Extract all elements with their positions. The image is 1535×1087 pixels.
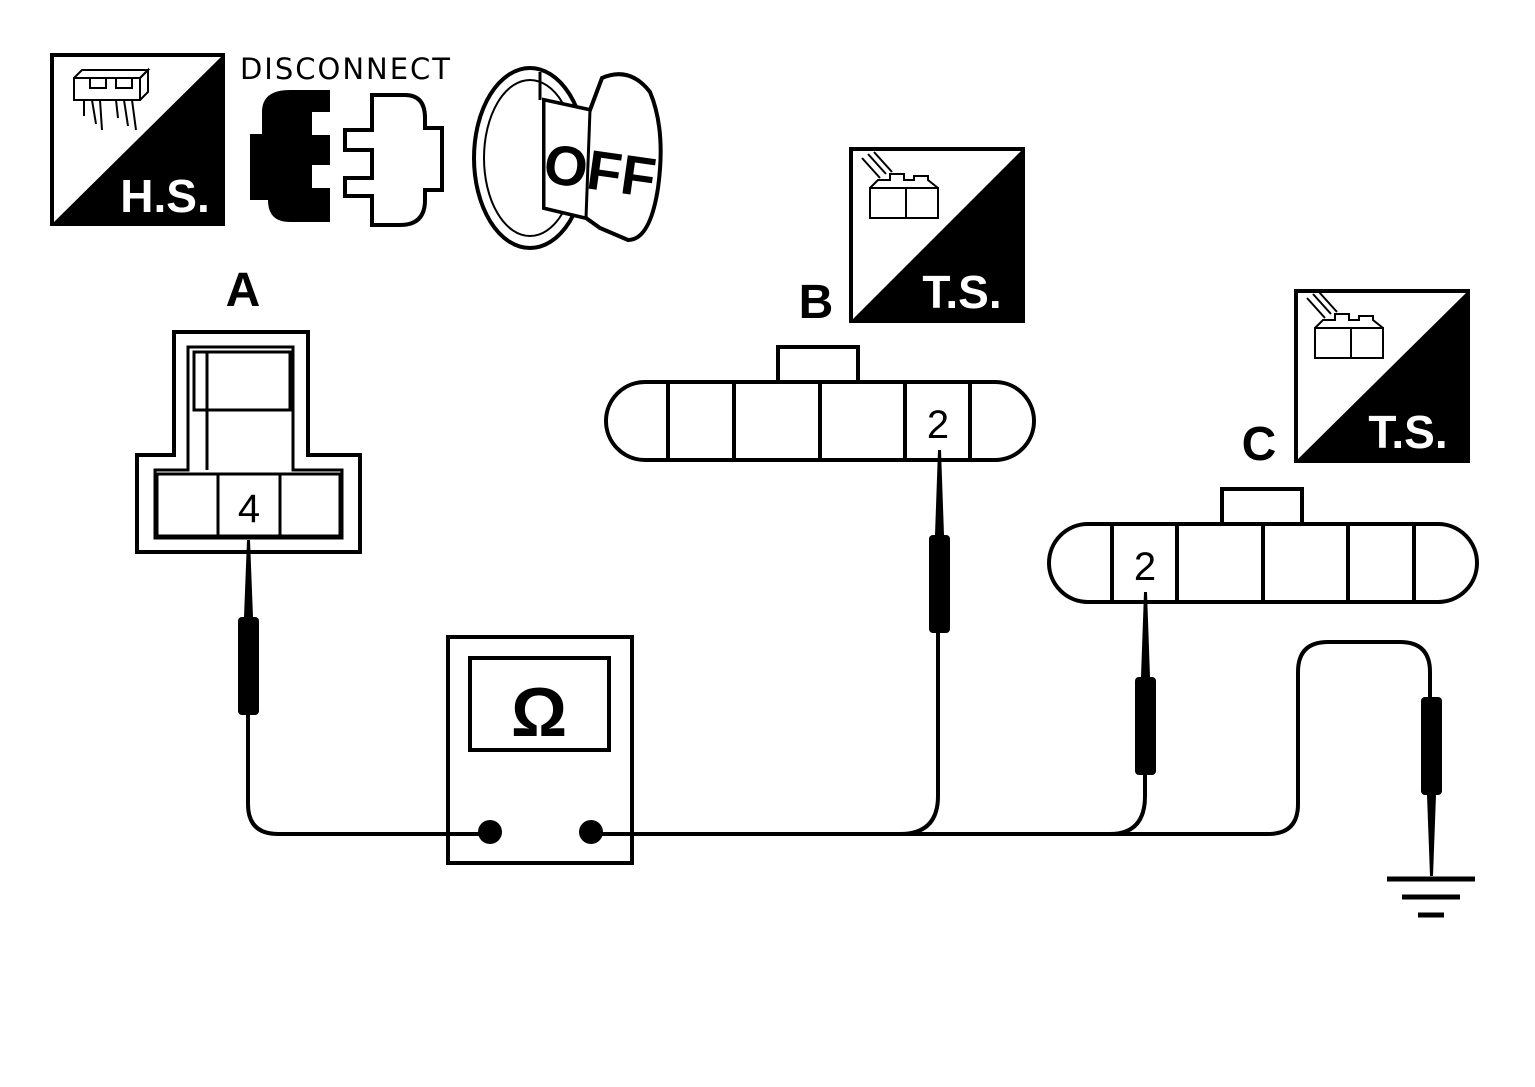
test-leads: [246, 630, 1432, 836]
ground-icon: [1387, 876, 1475, 918]
probe-c: [1135, 592, 1156, 775]
terminal-side-icon: T.S.: [849, 147, 1025, 323]
connector-c-pin: 2: [1134, 545, 1156, 589]
connector-c: C 2: [1047, 418, 1479, 604]
connector-a: A 4: [135, 264, 362, 554]
disconnect-icon: DISCONNECT: [240, 52, 452, 227]
ohmmeter-icon: Ω: [446, 635, 634, 865]
connector-a-pin: 4: [238, 487, 260, 531]
ts-badge-c-text: T.S.: [1368, 406, 1447, 458]
disconnect-label: DISCONNECT: [240, 52, 452, 86]
terminal-side-icon: T.S.: [1294, 289, 1470, 463]
connector-a-label: A: [226, 264, 261, 317]
probe-ground: [1421, 697, 1442, 876]
connector-b-pin: 2: [927, 403, 949, 447]
ts-badge-b-text: T.S.: [922, 266, 1001, 318]
probe-b: [929, 450, 950, 633]
connector-b-label: B: [799, 276, 834, 329]
off-text: OFF: [540, 132, 660, 210]
probe-a: [238, 540, 259, 715]
connector-c-label: C: [1242, 418, 1277, 471]
ignition-key-off-icon: OFF: [472, 66, 663, 250]
hs-badge-text: H.S.: [120, 170, 209, 222]
ohm-symbol: Ω: [511, 673, 567, 751]
harness-side-icon: H.S.: [50, 53, 225, 226]
connector-b: B 2: [604, 276, 1036, 462]
